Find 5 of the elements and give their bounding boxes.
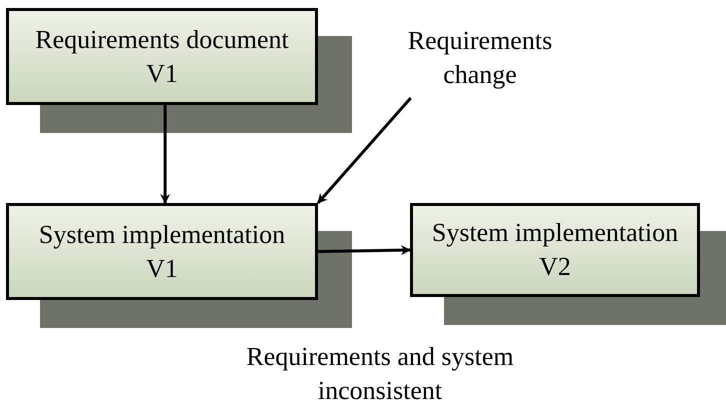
arrow xyxy=(318,245,411,256)
note-text: Requirements and system inconsistent xyxy=(245,341,515,407)
arrow xyxy=(160,105,170,204)
note-text: Requirements change xyxy=(375,18,585,98)
arrow xyxy=(316,97,412,204)
